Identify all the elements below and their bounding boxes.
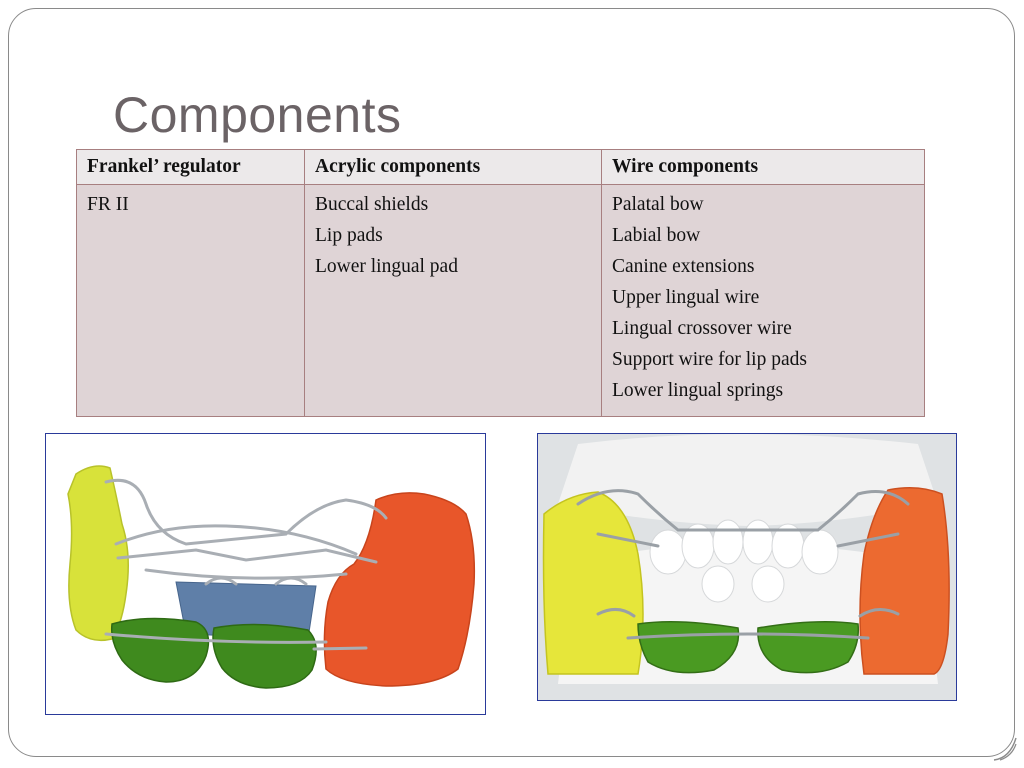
cell-acrylic: Buccal shields Lip pads Lower lingual pa… [304,184,602,417]
orange-buccal-shield [859,487,950,675]
wire-item: Support wire for lip pads [612,349,807,370]
wire-item: Lingual crossover wire [612,318,792,339]
green-lip-pad-right [212,623,317,689]
wire-item: Palatal bow [612,194,704,215]
table-row: FR II Buccal shields Lip pads Lower ling… [76,184,925,417]
header-appliance: Frankel’ regulator [76,149,305,185]
dental-cast-upper [558,434,938,526]
appliance-photo [45,433,486,715]
cell-appliance: FR II [76,184,305,417]
yellow-buccal-shield [67,465,129,642]
header-acrylic: Acrylic components [304,149,602,185]
page-curl-decoration [993,737,1017,761]
wire-item: Lower lingual springs [612,380,784,401]
acrylic-item: Buccal shields [315,194,429,215]
slide-title: Components [113,87,402,143]
wire-item: Upper lingual wire [612,287,760,308]
header-wire: Wire components [601,149,925,185]
cell-wire: Palatal bow Labial bow Canine extensions… [601,184,925,417]
appliance-on-model-photo [537,433,957,701]
orange-buccal-shield [323,492,476,687]
wire-item: Canine extensions [612,256,755,277]
components-table: Frankel’ regulator Acrylic components Wi… [76,149,925,417]
green-lip-pad-left [110,617,210,683]
wire-item: Labial bow [612,225,701,246]
acrylic-item: Lower lingual pad [315,256,458,277]
acrylic-item: Lip pads [315,225,383,246]
table-header-row: Frankel’ regulator Acrylic components Wi… [76,149,925,185]
